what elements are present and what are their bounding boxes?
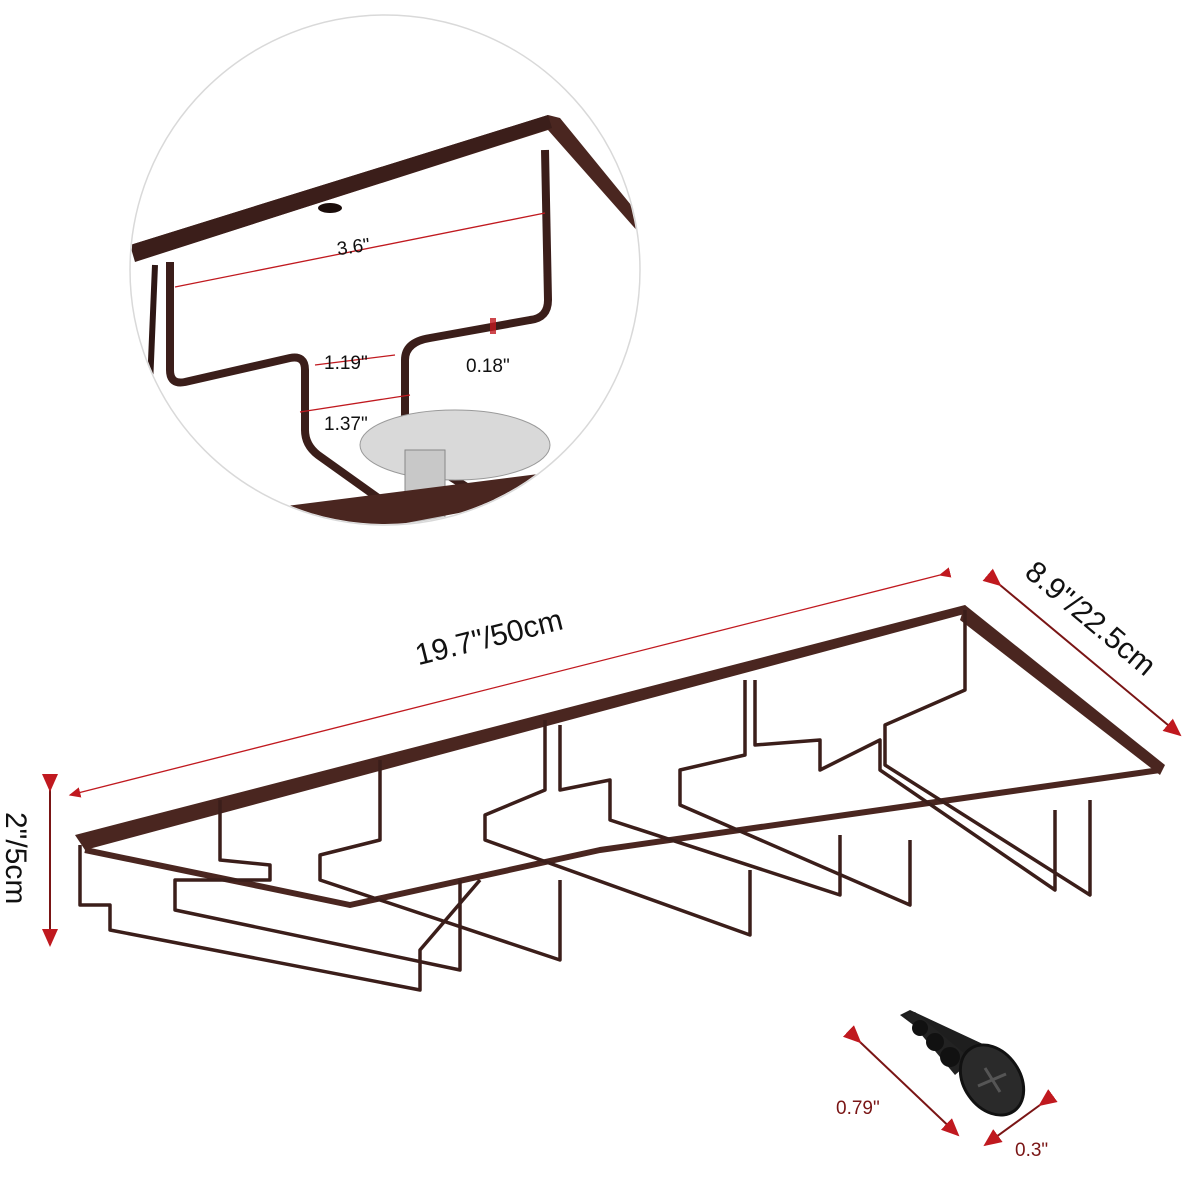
main-rack [75,605,1165,992]
inset-circle [129,14,641,526]
screw-icon [900,1010,1026,1117]
screw-head-label: 0.3" [1015,1140,1049,1161]
screw-length-arrow [842,1025,960,1137]
width-arrow [982,568,1182,737]
detail-inset [129,14,641,526]
length-arrow [68,567,952,798]
rack-height-label: 2"/5cm [0,812,32,905]
inset-neck-outer-label: 1.37" [324,414,368,435]
inset-neck-inner-label: 1.19" [324,353,368,374]
inset-slot-width-label: 3.6" [335,234,372,261]
screw-head-arrow [983,1089,1058,1147]
inset-wire-thickness-label: 0.18" [466,356,510,377]
screw-length-label: 0.79" [836,1098,880,1119]
